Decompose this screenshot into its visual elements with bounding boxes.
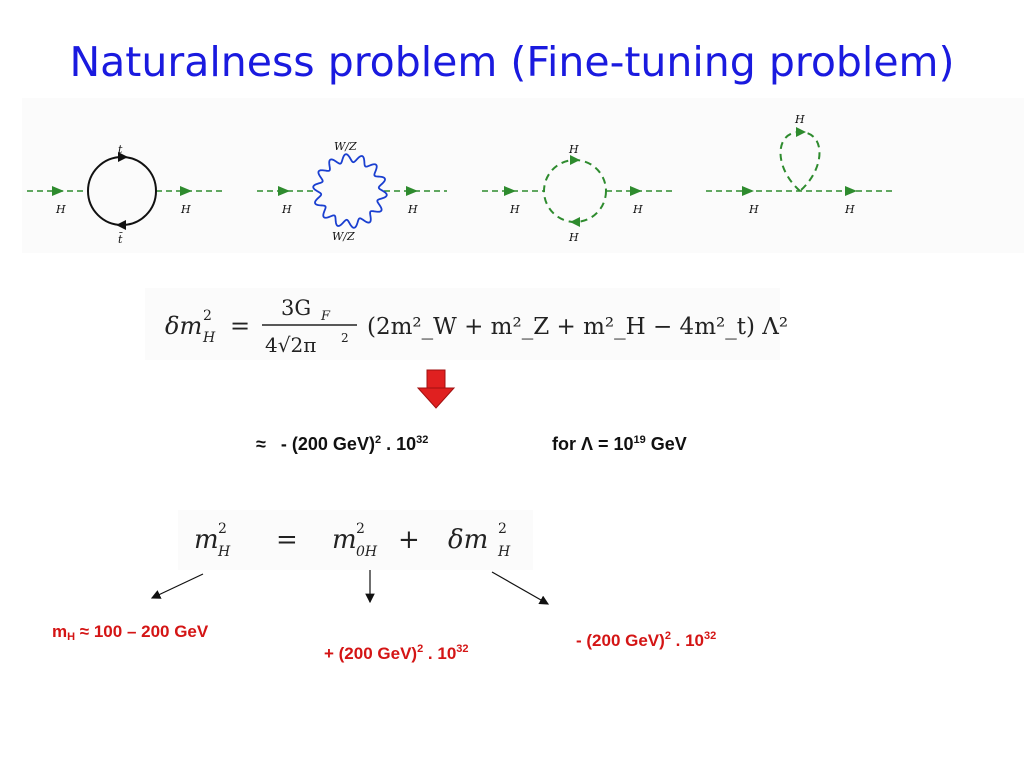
wavy-boson-loop [312,153,388,229]
bare-mass-sub: 0H [356,544,378,560]
bare-base: + (200 GeV) [324,644,418,663]
higgs-out-label-3: H [632,203,643,216]
plus-sign: + [398,525,420,555]
w-z-top-label: W/Z [334,140,357,153]
higgs-in-label-2: H [281,203,292,216]
bare-exp: 2 [417,643,424,655]
physical-mass-sub: H [217,544,231,560]
corr-times: . 10 [670,631,705,650]
top-quark-label: t [118,143,123,156]
fraction-denominator-superscript: 2 [341,331,349,345]
higgs-loop-bottom-label: H [568,231,579,244]
physical-mass-annotation: mH ≈ 100 – 200 GeV [52,622,208,643]
correction-sub: H [497,544,511,560]
approx-times: . 10 [381,434,417,454]
cutoff-text: for Λ = 10 [552,434,634,454]
higgs-mass-decomposition-panel: m 2 H = m 2 0H + δm 2 H [178,510,533,570]
correction-sup: 2 [498,521,507,537]
mh-m: m [52,622,68,641]
top-loop-diagram: t t̄ H H [27,143,222,246]
lhs-superscript: 2 [203,308,212,324]
correction-symbol: δm [448,525,488,555]
fraction-denominator: 4√2π [265,333,316,357]
bare-times: . 10 [423,644,457,663]
antitop-quark-label: t̄ [118,233,123,246]
bare-mass-annotation: + (200 GeV)2 . 1032 [324,643,469,664]
gauge-boson-loop-diagram: W/Z W/Z H H [257,140,447,243]
higgs-out-label: H [180,203,191,216]
higgs-mass-decomposition: m 2 H = m 2 0H + δm 2 H [194,521,511,560]
bare-mass-sup: 2 [356,521,365,537]
higgs-loop-diagram: H H H H [482,143,672,244]
corr-base: - (200 GeV) [576,631,665,650]
fraction-numerator-subscript: F [320,309,331,324]
higgs-in-label-4: H [748,203,759,216]
approx-exp: 2 [374,434,382,446]
higgs-tadpole-label: H [794,113,805,126]
cutoff-exp: 19 [633,434,646,446]
higgs-self-coupling-diagram: H H H [706,113,892,216]
fraction-numerator: 3G [281,296,311,320]
mh-range: ≈ 100 – 200 GeV [75,622,209,641]
higgs-loop-top-label: H [568,143,579,156]
annotation-arrows [150,570,550,605]
delta-m-symbol: δm [165,312,202,340]
down-arrow-icon [416,369,456,409]
mass-correction-formula: δm 2 H = 3G F 4√2π 2 (2m²_W + m²_Z + m²_… [165,296,788,357]
mh-sub: H [67,631,76,643]
higgs-in-label: H [55,203,66,216]
higgs-out-label-2: H [407,203,418,216]
approx-symbol: ≈ [256,434,266,454]
wavy-boson-path [312,153,388,229]
lhs-subscript: H [202,330,216,346]
correction-annotation: - (200 GeV)2 . 1032 [576,630,716,651]
feynman-diagrams-panel: t t̄ H H W/Z W/Z H H H H [22,98,1024,253]
equals-sign-2: = [276,525,298,555]
higgs-in-label-3: H [509,203,520,216]
arrow-to-correction [491,571,550,605]
cutoff-condition: for Λ = 1019 GeV [552,434,687,455]
arrow-to-physical-mass [150,573,204,599]
approx-base: - (200 GeV) [280,434,375,454]
bare-exp2: 32 [456,643,469,655]
bare-mass-symbol: m [332,525,357,555]
mass-sum-bracket: (2m²_W + m²_Z + m²_H − 4m²_t) Λ² [367,314,788,340]
approximate-value: ≈ - (200 GeV)2 . 1032 [256,434,428,455]
corr-exp2: 32 [704,630,717,642]
mass-correction-formula-panel: δm 2 H = 3G F 4√2π 2 (2m²_W + m²_Z + m²_… [145,288,788,360]
physical-mass-sup: 2 [218,521,227,537]
approx-times-exp: 32 [416,434,429,446]
higgs-out-label-4: H [844,203,855,216]
feynman-diagrams: t t̄ H H W/Z W/Z H H H H [27,113,892,246]
slide-title: Naturalness problem (Fine-tuning problem… [69,38,955,86]
cutoff-unit: GeV [645,434,687,454]
w-z-bottom-label: W/Z [332,230,355,243]
corr-exp: 2 [664,630,671,642]
equals-sign: = [230,312,250,340]
physical-mass-symbol: m [194,525,219,555]
